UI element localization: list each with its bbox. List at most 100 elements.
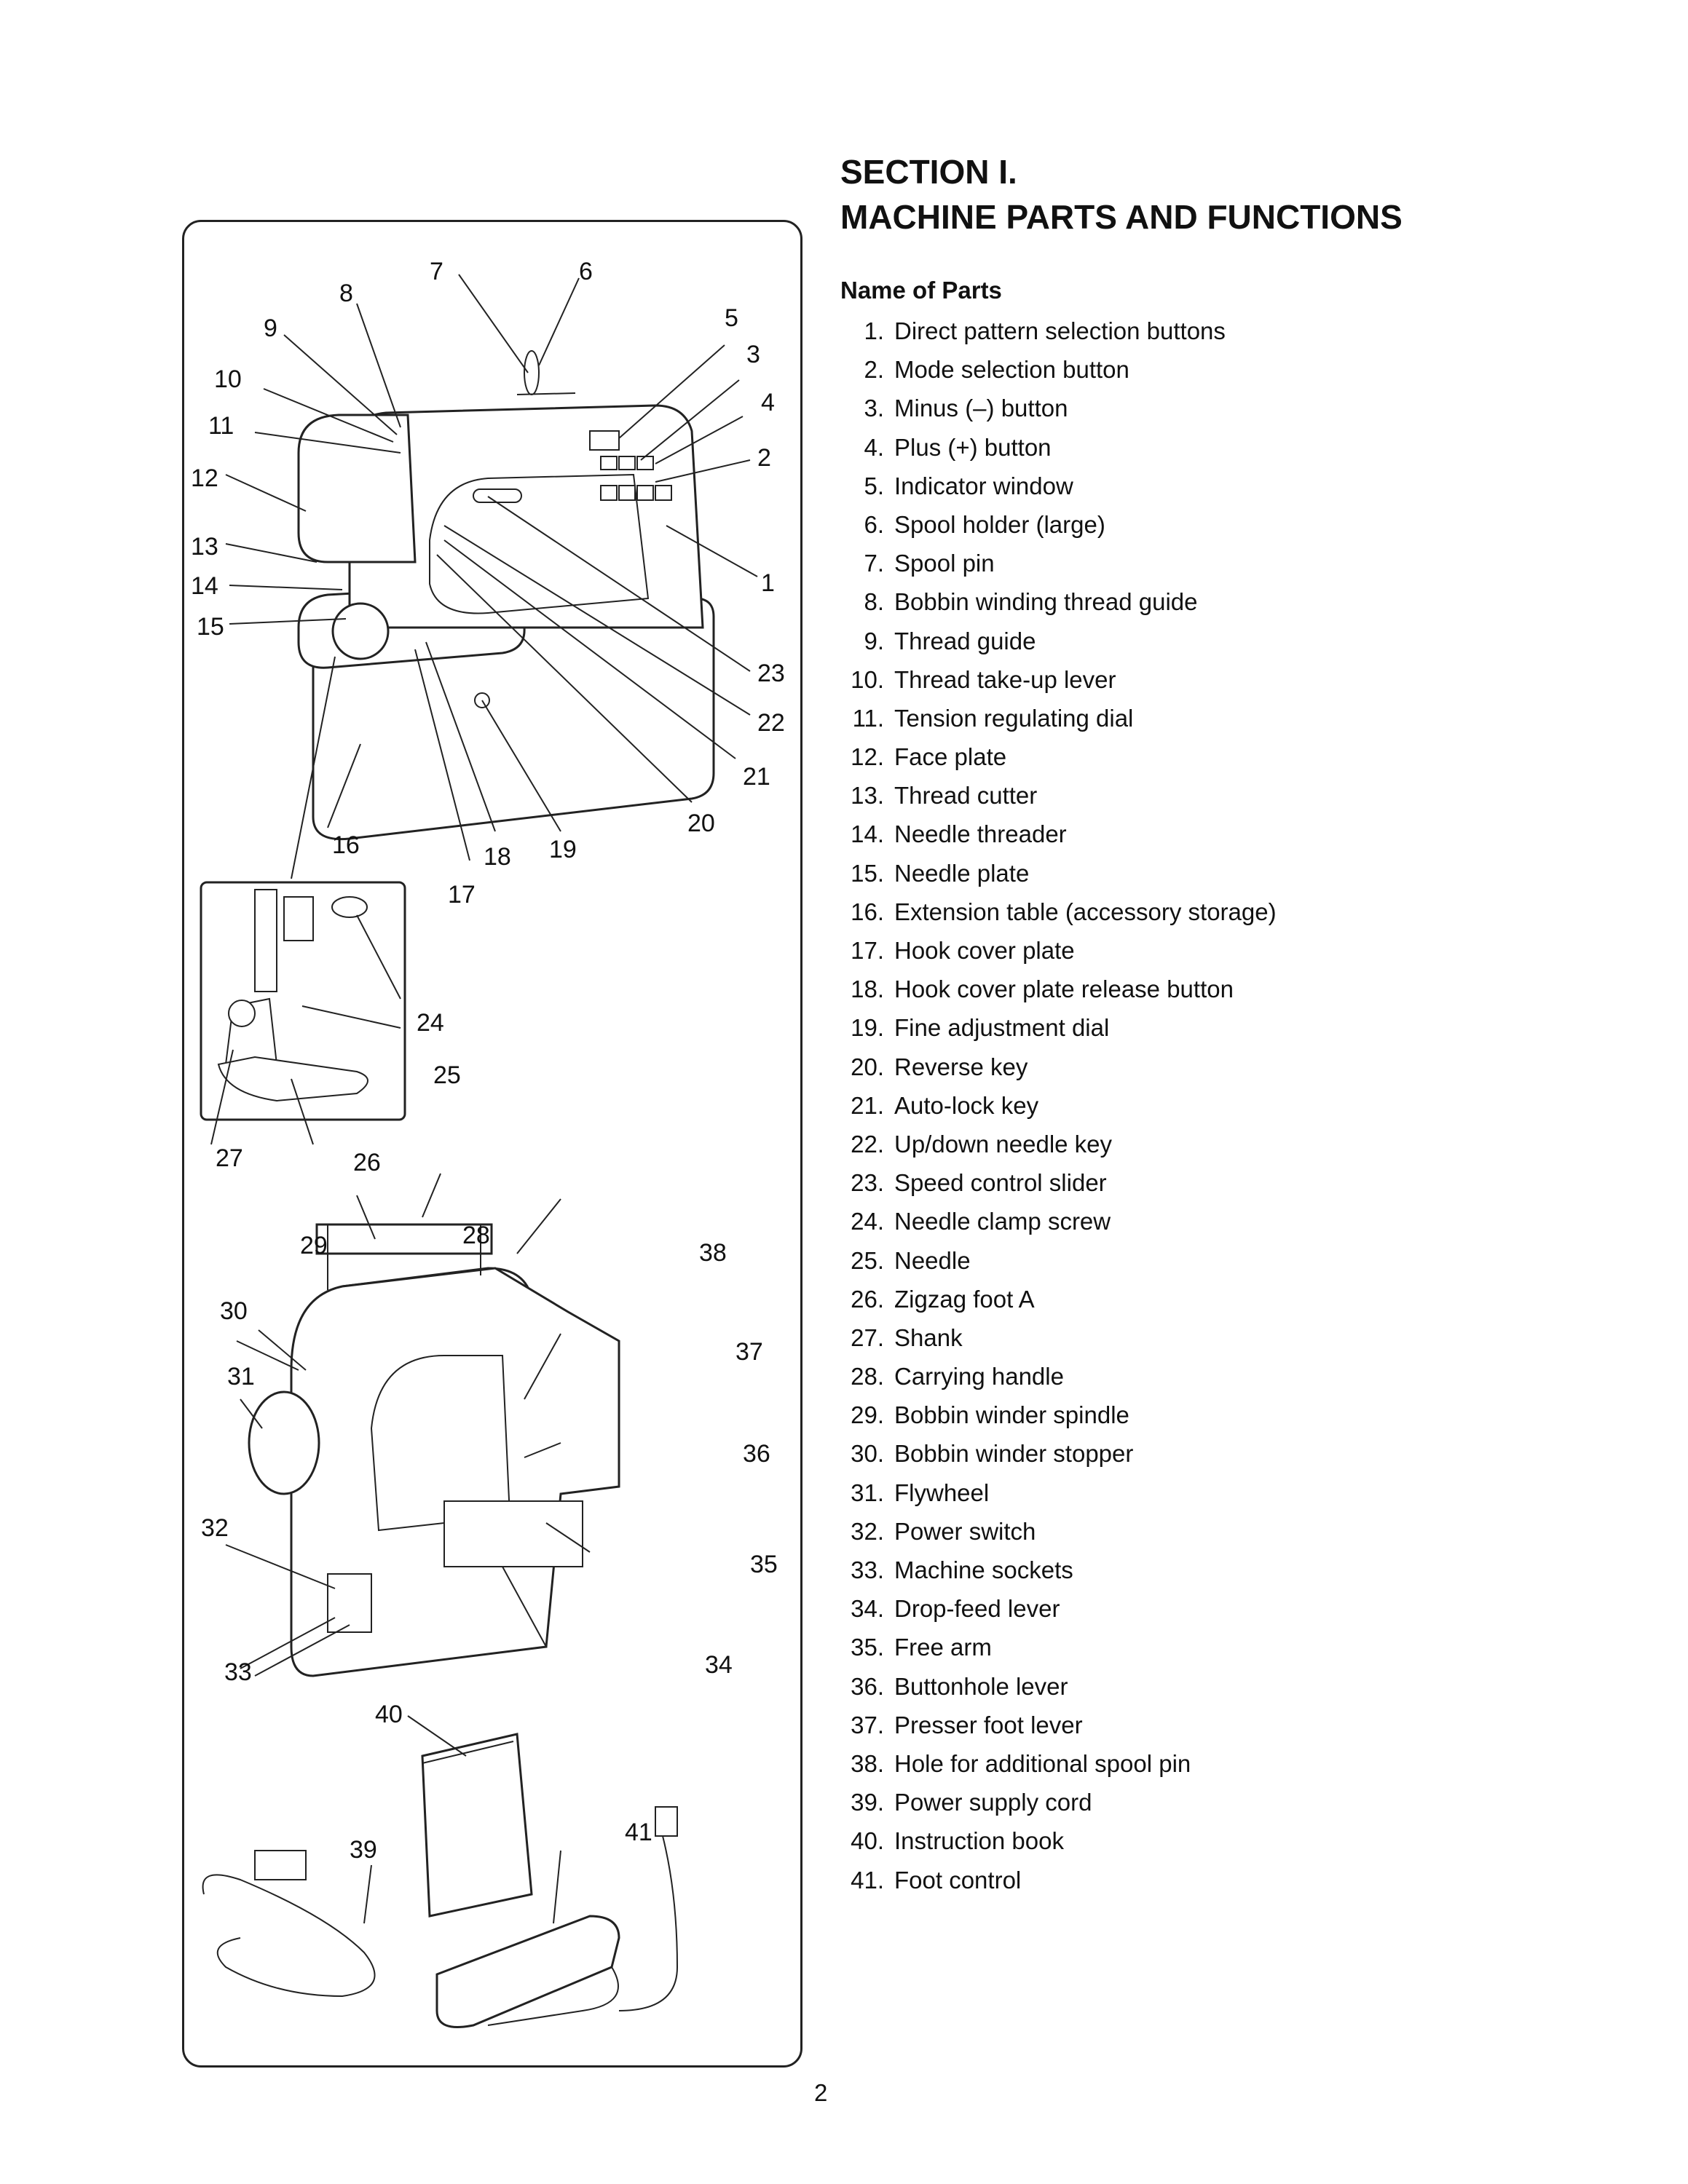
part-name: Needle clamp screw	[894, 1208, 1111, 1235]
part-number: 22.	[851, 1130, 884, 1158]
part-number: 25.	[851, 1246, 884, 1274]
list-item: 21.Auto-lock key	[840, 1086, 1277, 1125]
list-item: 28. Carrying handle	[840, 1357, 1277, 1396]
part-number: 37.	[851, 1711, 884, 1738]
part-number: 15.	[851, 859, 884, 887]
callout-26: 26	[353, 1149, 381, 1176]
part-number: 30.	[851, 1440, 884, 1468]
list-item: 40.Instruction book	[840, 1821, 1277, 1860]
callout-18: 18	[484, 843, 511, 871]
part-number: 1.	[864, 317, 884, 344]
list-item: 31.Flywheel	[840, 1473, 1277, 1512]
front-leader-lines	[225, 274, 758, 879]
callout-2: 2	[757, 444, 771, 472]
machine-parts-illustration: 1 2 3 4 5 6 7 8 9 10 11 12 13 14 15 16 1…	[191, 258, 785, 2028]
callout-32: 32	[201, 1514, 229, 1542]
part-name: Spool holder (large)	[894, 510, 1105, 538]
name-of-parts-heading: Name of Parts	[840, 277, 1002, 304]
part-name: Instruction book	[894, 1827, 1064, 1855]
list-item: 3.Minus (–) button	[840, 389, 1277, 427]
part-name: Fine adjustment dial	[894, 1014, 1110, 1042]
list-item: 13. Thread cutter	[840, 776, 1277, 815]
part-name: Spool pin	[894, 550, 995, 577]
list-item: 10.Thread take-up lever	[840, 660, 1277, 699]
callout-10: 10	[214, 365, 242, 393]
part-number: 27.	[851, 1324, 884, 1351]
list-item: 36. Buttonhole lever	[840, 1667, 1277, 1706]
list-item: 30.Bobbin winder stopper	[840, 1434, 1277, 1473]
part-number: 19.	[851, 1014, 884, 1042]
callout-17: 17	[448, 881, 476, 909]
part-name: Direct pattern selection buttons	[894, 317, 1226, 344]
list-item: 11.Tension regulating dial	[840, 699, 1277, 737]
part-name: Foot control	[894, 1866, 1022, 1894]
part-name: Shank	[894, 1324, 963, 1351]
callout-27: 27	[216, 1144, 243, 1172]
part-number: 10.	[851, 665, 884, 693]
part-number: 18.	[851, 976, 884, 1003]
part-name: Up/down needle key	[894, 1130, 1113, 1158]
callout-31: 31	[227, 1363, 255, 1390]
part-name: Hole for additional spool pin	[894, 1749, 1191, 1777]
part-name: Reverse key	[894, 1053, 1028, 1080]
part-name: Buttonhole lever	[894, 1672, 1068, 1700]
part-number: 17.	[851, 937, 884, 964]
callout-4: 4	[761, 389, 775, 416]
callout-41: 41	[625, 1819, 652, 1846]
list-item: 29.Bobbin winder spindle	[840, 1396, 1277, 1434]
part-name: Carrying handle	[894, 1363, 1064, 1390]
callout-39: 39	[350, 1836, 377, 1864]
part-number: 6.	[864, 510, 884, 538]
callout-22: 22	[757, 709, 785, 737]
callout-3: 3	[746, 341, 760, 368]
part-name: Presser foot lever	[894, 1711, 1083, 1738]
list-item: 5.Indicator window	[840, 467, 1277, 505]
callout-5: 5	[725, 304, 738, 332]
accessories	[202, 1715, 679, 2028]
callout-35: 35	[750, 1551, 778, 1578]
list-item: 22. Up/down needle key	[840, 1125, 1277, 1163]
part-name: Extension table (accessory storage)	[894, 898, 1277, 925]
part-name: Tension regulating dial	[894, 704, 1134, 732]
part-name: Machine sockets	[894, 1556, 1073, 1583]
list-item: 17.Hook cover plate	[840, 931, 1277, 970]
callout-9: 9	[264, 314, 277, 342]
page-number: 2	[814, 2079, 828, 2106]
part-name: Power switch	[894, 1517, 1036, 1545]
part-name: Power supply cord	[894, 1789, 1092, 1816]
part-number: 36.	[851, 1672, 884, 1700]
callout-20: 20	[687, 810, 715, 837]
callout-21: 21	[743, 763, 770, 791]
part-name: Needle threader	[894, 820, 1067, 848]
list-item: 7.Spool pin	[840, 544, 1277, 582]
callout-36: 36	[743, 1440, 770, 1468]
part-name: Free arm	[894, 1634, 992, 1661]
callout-16: 16	[332, 831, 360, 859]
callout-6: 6	[579, 258, 593, 285]
part-number: 13.	[851, 782, 884, 810]
callout-30: 30	[220, 1297, 248, 1325]
list-item: 35.Free arm	[840, 1628, 1277, 1666]
list-item: 9.Thread guide	[840, 622, 1277, 660]
list-item: 26.Zigzag foot A	[840, 1280, 1277, 1318]
part-number: 41.	[851, 1866, 884, 1894]
part-number: 4.	[864, 433, 884, 461]
callout-24: 24	[417, 1009, 444, 1037]
callout-38: 38	[699, 1239, 727, 1267]
part-name: Thread cutter	[894, 782, 1038, 810]
callout-37: 37	[735, 1338, 763, 1366]
list-item: 39.Power supply cord	[840, 1783, 1277, 1821]
part-number: 33.	[851, 1556, 884, 1583]
section-title-line2: MACHINE PARTS AND FUNCTIONS	[840, 198, 1403, 236]
part-name: Bobbin winding thread guide	[894, 588, 1198, 616]
callout-25: 25	[433, 1061, 461, 1089]
part-number: 31.	[851, 1479, 884, 1506]
list-item: 27. Shank	[840, 1318, 1277, 1357]
part-number: 28.	[851, 1363, 884, 1390]
callout-1: 1	[761, 569, 775, 597]
part-name: Drop-feed lever	[894, 1595, 1060, 1623]
callout-28: 28	[462, 1222, 490, 1249]
part-name: Needle	[894, 1246, 971, 1274]
part-name: Hook cover plate release button	[894, 976, 1234, 1003]
part-number: 16.	[851, 898, 884, 925]
